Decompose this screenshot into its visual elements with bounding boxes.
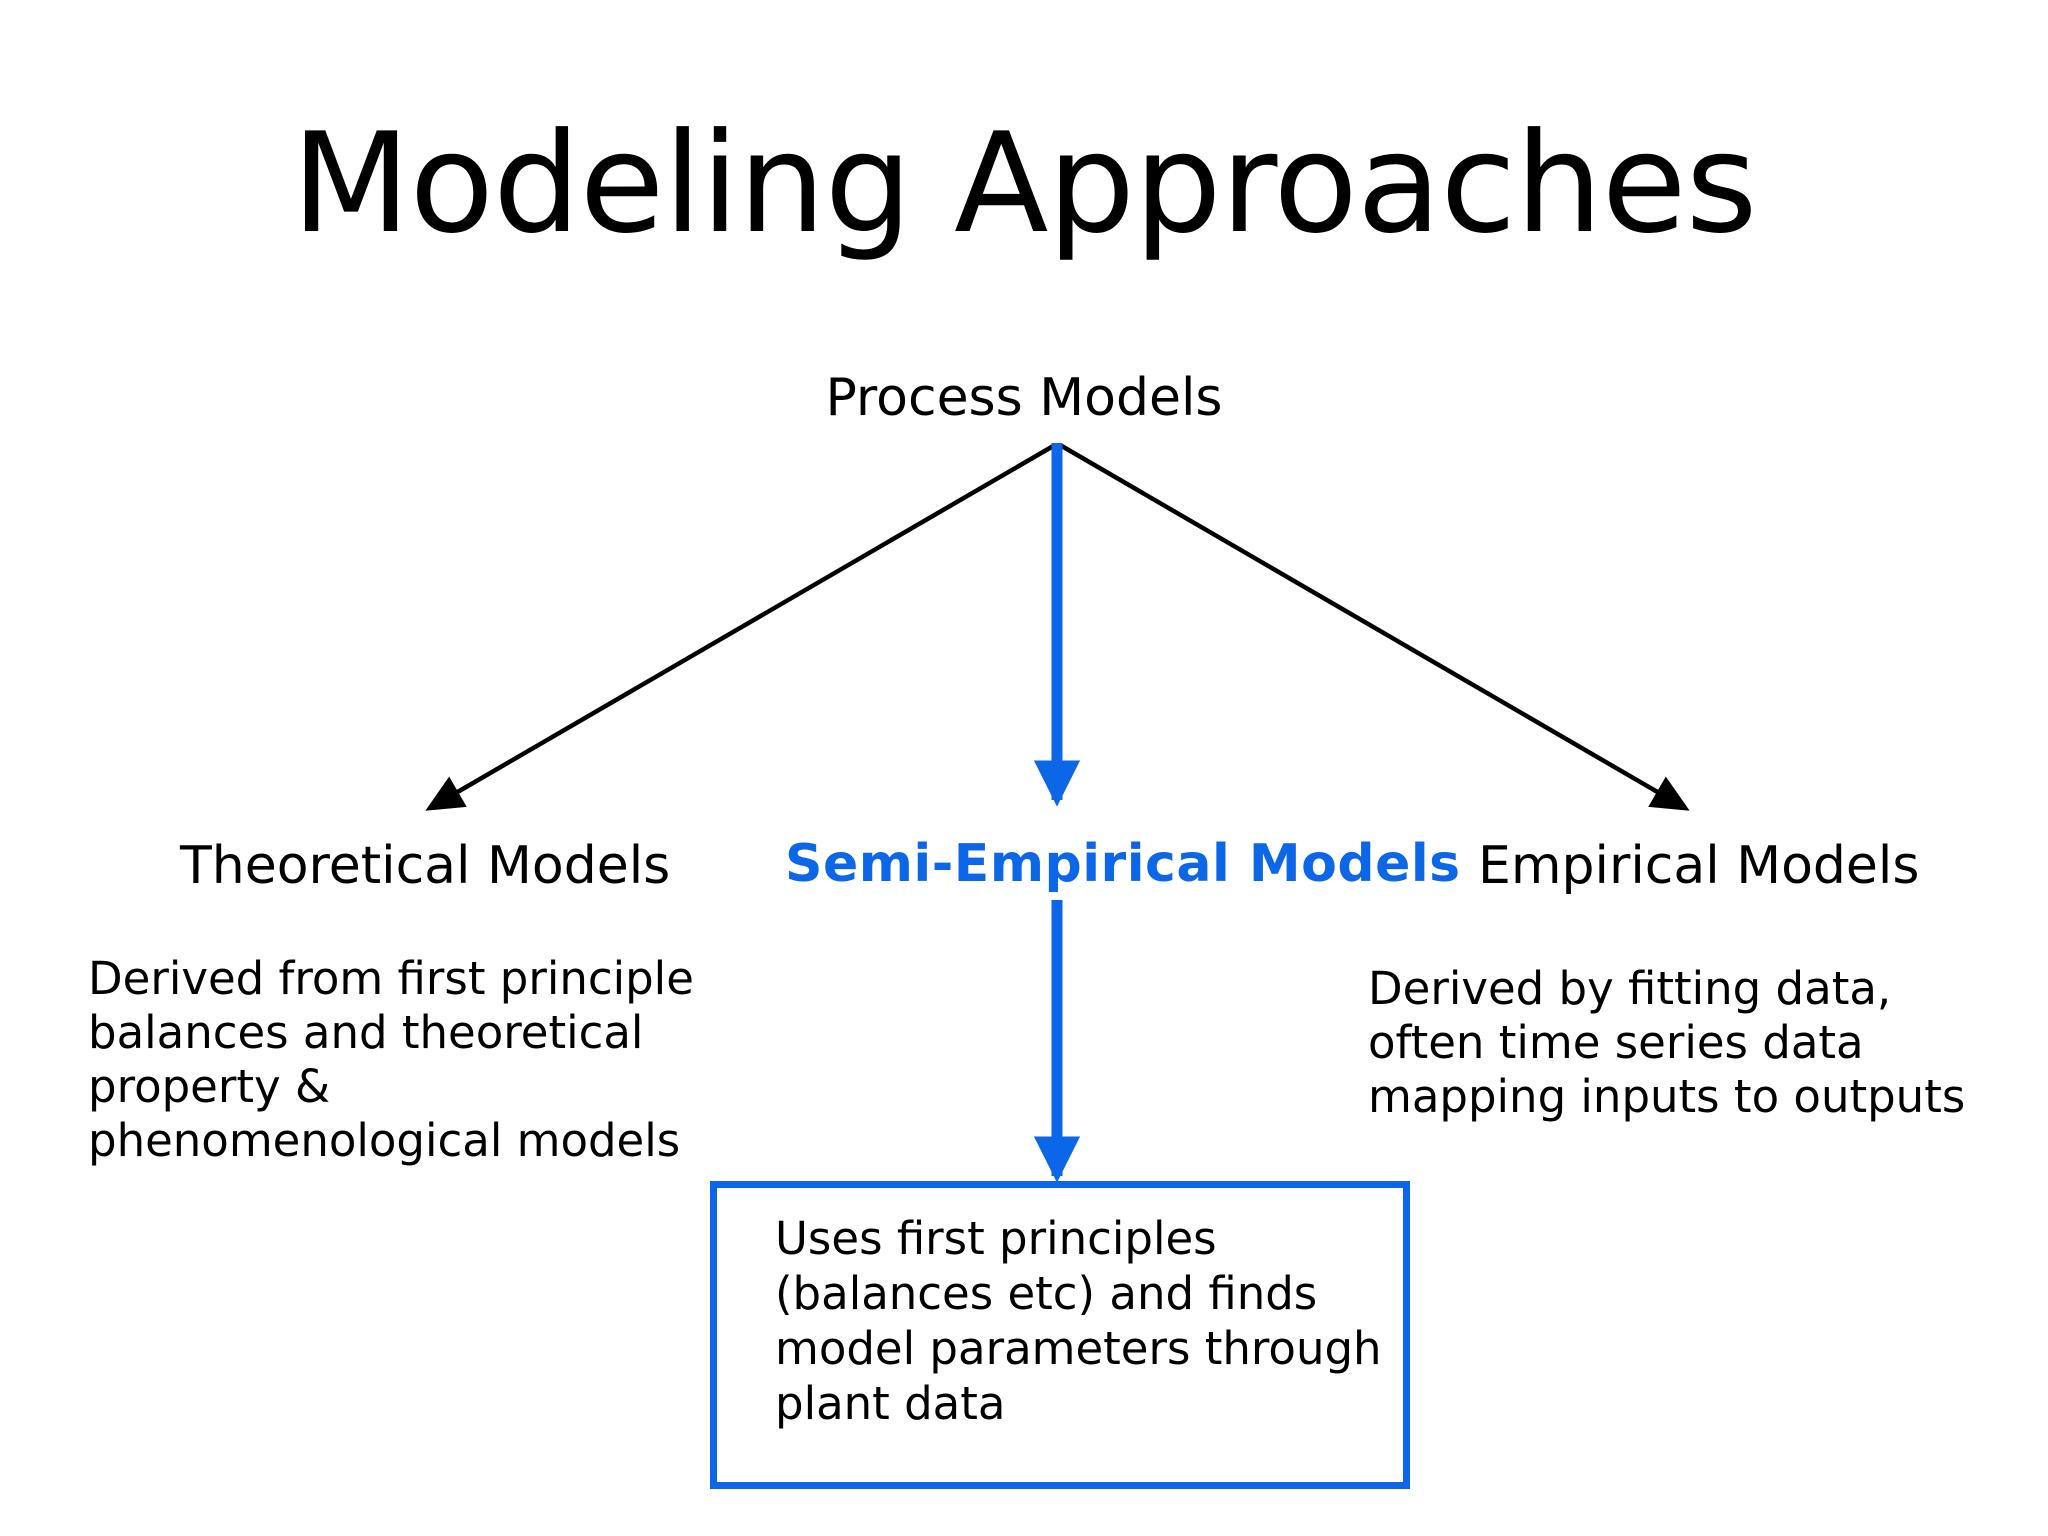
callout-text-semi-empirical: Uses first principles (balances etc) and…: [775, 1212, 1382, 1430]
callout-box-semi-empirical: [710, 1181, 1410, 1489]
node-label-semi-empirical-models: Semi-Empirical Models: [785, 834, 1461, 894]
node-label-theoretical-models: Theoretical Models: [180, 836, 671, 896]
arrow-root-to-empirical: [1058, 443, 1690, 811]
page-title: Modeling Approaches: [291, 103, 1757, 264]
arrow-root-to-theoretical: [425, 443, 1057, 811]
description-empirical-models: Derived by fitting data, often time seri…: [1368, 962, 1966, 1123]
node-label-process-models: Process Models: [825, 368, 1223, 428]
description-theoretical-models: Derived from first principle balances an…: [88, 952, 694, 1167]
node-label-empirical-models: Empirical Models: [1478, 836, 1920, 896]
